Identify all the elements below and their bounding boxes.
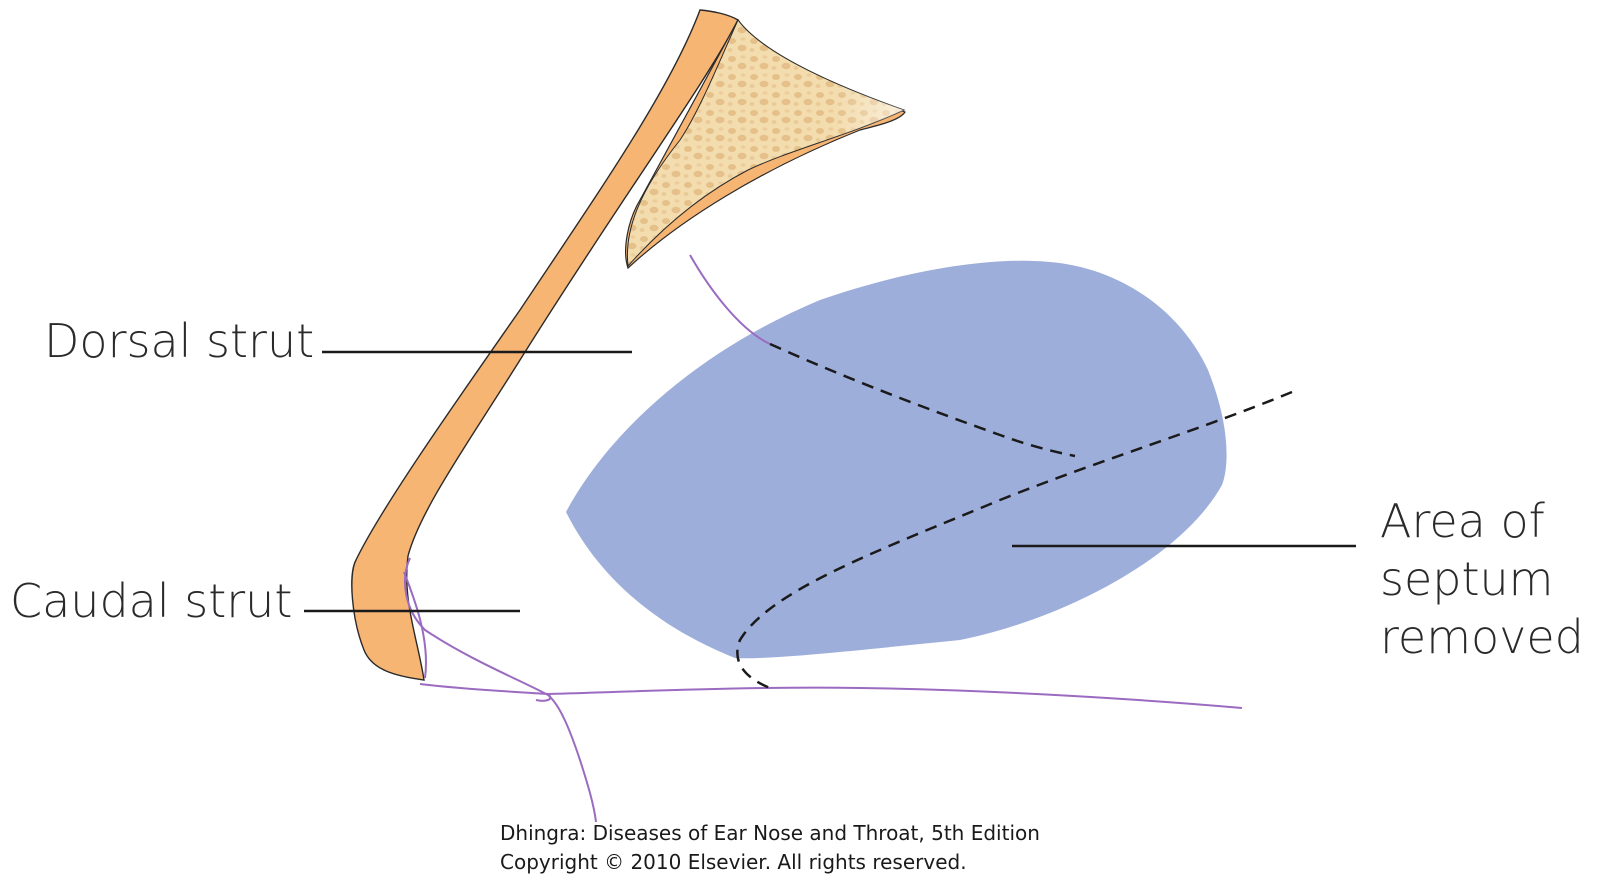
- area-removed-label-line2: septum: [1380, 550, 1584, 608]
- source-credit: Dhingra: Diseases of Ear Nose and Throat…: [500, 821, 1040, 845]
- area-removed-label: Area of septum removed: [1380, 492, 1584, 666]
- dorsal-strut-label: Dorsal strut: [44, 318, 314, 364]
- purple-line-branch: [536, 694, 550, 701]
- septum-removed-area: [566, 261, 1227, 658]
- caudal-strut-label: Caudal strut: [10, 578, 292, 624]
- area-removed-label-line1: Area of: [1380, 492, 1584, 550]
- copyright-notice: Copyright © 2010 Elsevier. All rights re…: [500, 850, 967, 874]
- area-removed-label-line3: removed: [1380, 608, 1584, 666]
- purple-line-floor: [420, 684, 1242, 708]
- purple-line-columella: [405, 558, 596, 822]
